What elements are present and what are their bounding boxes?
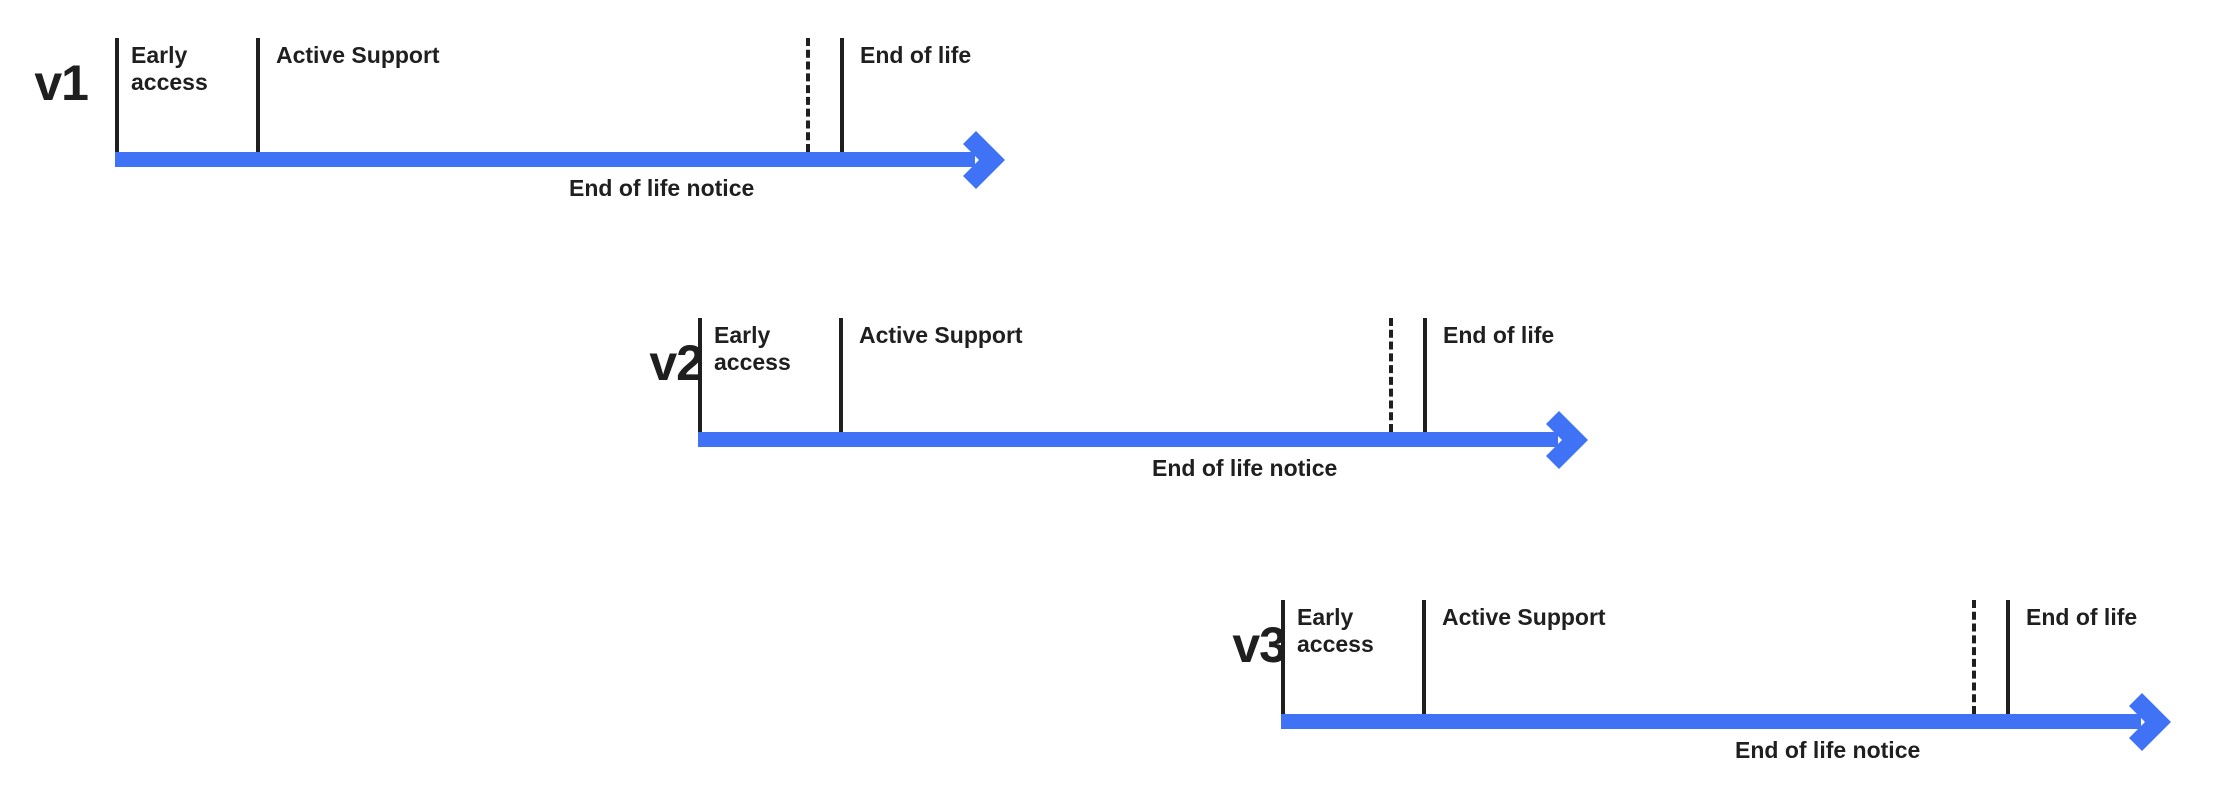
tick-active-support-start-v2 (839, 318, 843, 432)
arrow-head-icon-v2 (1546, 411, 1588, 469)
phase-label-end-of-life-v2: End of life (1443, 322, 1555, 348)
tick-active-support-start-v1 (256, 38, 260, 152)
tick-end-of-life-start-v1 (840, 38, 844, 152)
version-label-v3: v3 (1232, 617, 1287, 673)
tick-end-of-life-start-v2 (1423, 318, 1427, 432)
tick-early-access-start-v2 (698, 318, 702, 432)
lifecycle-track-v1 (115, 152, 975, 167)
timeline-v2: v2 Early access Active Support End of li… (583, 280, 1683, 510)
notice-label-v2: End of life notice (1152, 455, 1338, 481)
tick-early-access-start-v3 (1281, 600, 1285, 714)
tick-eol-notice-v3 (1972, 600, 1976, 714)
arrow-head-icon-v1 (963, 131, 1005, 189)
version-label-v2: v2 (649, 335, 704, 391)
notice-label-v3: End of life notice (1735, 737, 1921, 763)
phase-label-end-of-life-v1: End of life (860, 42, 972, 68)
phase-label-early-access-v3: Early access (1297, 604, 1374, 657)
phase-label-active-support-v2: Active Support (859, 322, 1023, 348)
version-label-v1: v1 (34, 55, 89, 111)
tick-eol-notice-v1 (806, 38, 810, 152)
phase-label-end-of-life-v3: End of life (2026, 604, 2138, 630)
tick-end-of-life-start-v3 (2006, 600, 2010, 714)
timeline-v1: v1 Early access Active Support End of li… (0, 0, 1100, 230)
tick-eol-notice-v2 (1389, 318, 1393, 432)
phase-label-early-access-v2: Early access (714, 322, 791, 375)
phase-label-active-support-v1: Active Support (276, 42, 440, 68)
phase-label-active-support-v3: Active Support (1442, 604, 1606, 630)
timeline-v3: v3 Early access Active Support End of li… (1166, 562, 2228, 792)
tick-active-support-start-v3 (1422, 600, 1426, 714)
lifecycle-track-v3 (1281, 714, 2141, 729)
arrow-head-icon-v3 (2129, 693, 2171, 751)
phase-label-early-access-v1: Early access (131, 42, 208, 95)
lifecycle-track-v2 (698, 432, 1558, 447)
notice-label-v1: End of life notice (569, 175, 755, 201)
tick-early-access-start-v1 (115, 38, 119, 152)
